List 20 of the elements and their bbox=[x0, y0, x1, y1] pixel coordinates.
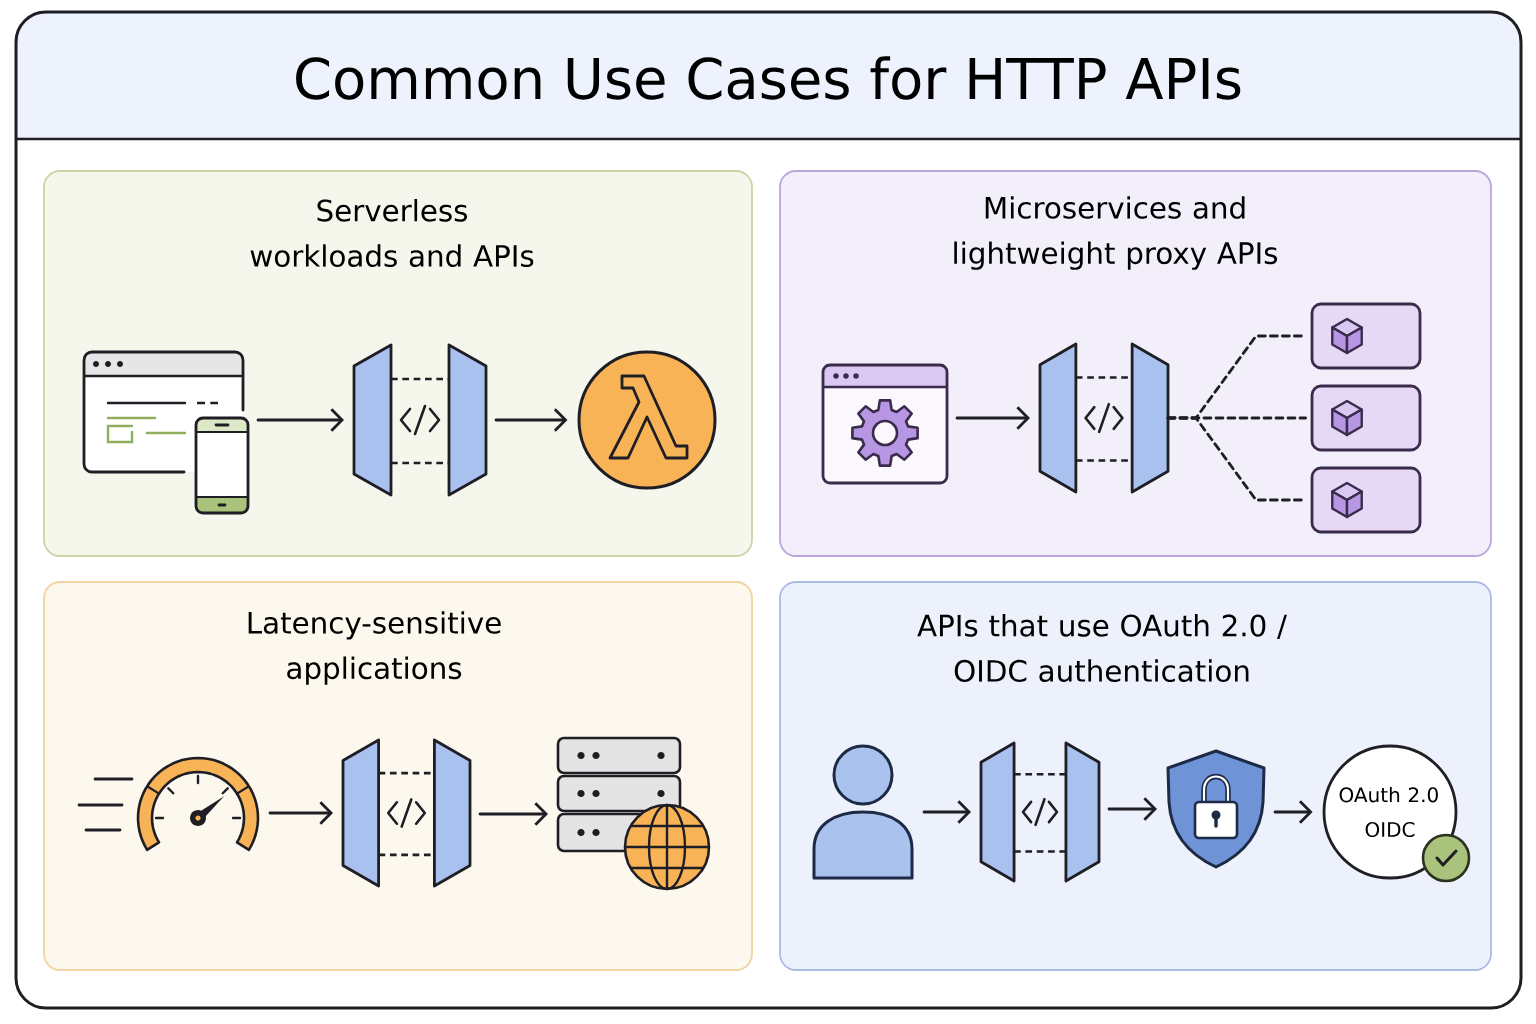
arrow bbox=[478, 802, 548, 826]
lambda-icon bbox=[577, 350, 717, 490]
shield-lock-icon bbox=[1166, 749, 1266, 869]
server-globe-icon bbox=[556, 736, 711, 891]
arrow bbox=[494, 408, 568, 432]
arrow bbox=[1107, 797, 1157, 821]
arrow bbox=[256, 408, 344, 432]
gateway-icon bbox=[979, 741, 1101, 883]
arrow bbox=[268, 801, 333, 825]
title: Common Use Cases for HTTP APIs bbox=[296, 56, 1241, 100]
person-icon bbox=[812, 744, 914, 880]
gateway-icon bbox=[341, 738, 472, 888]
gateway-icon bbox=[352, 343, 488, 497]
gateway-icon bbox=[1038, 342, 1170, 494]
arrow bbox=[1273, 800, 1313, 824]
speedometer-icon bbox=[77, 756, 260, 852]
arrow bbox=[955, 406, 1030, 430]
devices-icon bbox=[82, 350, 250, 515]
app-window-icon bbox=[821, 363, 949, 485]
arrow bbox=[922, 800, 971, 824]
